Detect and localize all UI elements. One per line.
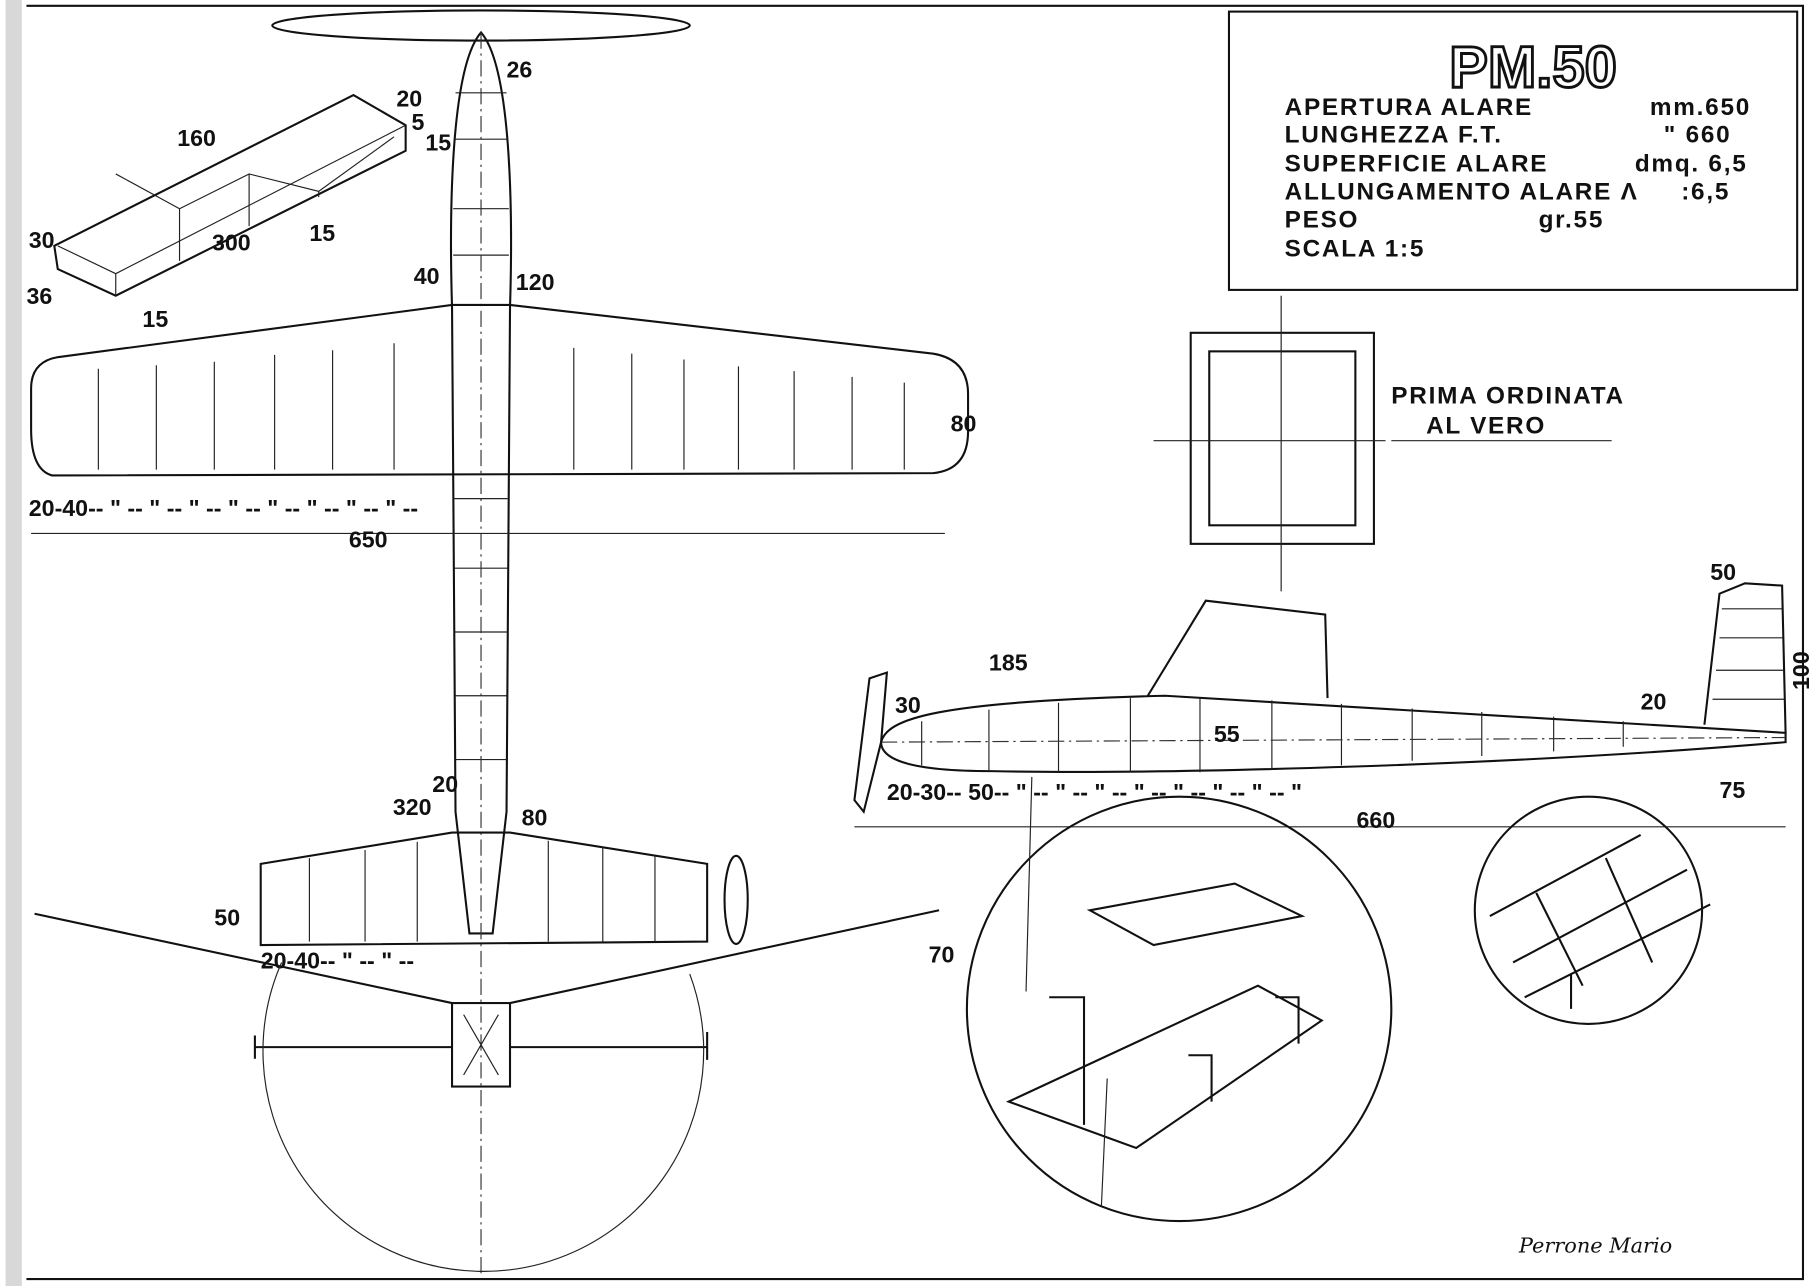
dim-label: 5 — [411, 109, 424, 135]
dim-label: 20 — [432, 771, 458, 797]
dim-label: 100 — [1788, 651, 1814, 690]
dim-label: 20 — [1641, 689, 1667, 715]
dim-label: 50 — [214, 904, 240, 930]
vertical-fin — [1703, 582, 1787, 733]
dim-label: 30 — [895, 692, 921, 718]
main-wing — [30, 303, 970, 477]
isometric-fuselage-block: 160 20 5 15 30 300 15 36 15 — [26, 86, 451, 332]
dim-label: 20-40-- " -- " -- — [261, 947, 414, 973]
spec-value: :6,5 — [1681, 178, 1730, 205]
dim-label: 20-30-- 50-- " -- " -- " -- " -- " -- " … — [887, 779, 1302, 805]
spec-label: LUNGHEZZA F.T. — [1285, 122, 1503, 149]
dim-label: 15 — [425, 130, 451, 156]
spec-label: APERTURA ALARE — [1285, 94, 1533, 121]
ordinata-label: PRIMA ORDINATA — [1391, 383, 1625, 410]
top-view: 26 40 120 80 20-40-- " -- " -- " -- " --… — [29, 9, 977, 1276]
dim-label: 30 — [29, 227, 55, 253]
spec-value: dmq. 6,5 — [1635, 151, 1748, 178]
dim-label: 15 — [309, 220, 335, 246]
first-former: PRIMA ORDINATA AL VERO — [1153, 295, 1625, 592]
front-view: 70 — [34, 909, 955, 1272]
dim-label: 320 — [393, 794, 432, 820]
spec-value: " 660 — [1664, 122, 1732, 149]
tailplane — [259, 831, 709, 947]
ordinata-label: AL VERO — [1426, 413, 1546, 440]
spec-label: SCALA 1:5 — [1285, 235, 1426, 262]
dim-label: 80 — [951, 410, 977, 436]
spec-value: gr.55 — [1539, 206, 1605, 233]
dim-label: 660 — [1357, 807, 1396, 833]
dim-label: 300 — [212, 229, 251, 255]
dim-label: 80 — [522, 805, 548, 831]
detail-tail-mount — [1473, 795, 1711, 1025]
dim-label: 20-40-- " -- " -- " -- " -- " -- " -- " … — [29, 495, 418, 521]
dim-label: 20 — [396, 86, 422, 112]
title-block: PM.50 APERTURA ALARE mm.650 LUNGHEZZA F.… — [1227, 10, 1799, 291]
spec-label: PESO — [1285, 206, 1360, 233]
left-binding-strip — [5, 0, 22, 1286]
plan-title: PM.50 — [1449, 36, 1617, 100]
dim-label: 650 — [349, 526, 388, 552]
wing-pylon — [1146, 599, 1329, 699]
dim-label: 75 — [1719, 777, 1745, 803]
spec-label: SUPERFICIE ALARE — [1285, 151, 1549, 178]
detail-wing-mount — [965, 776, 1393, 1223]
dim-label: 70 — [929, 941, 955, 967]
spec-label: ALLUNGAMENTO ALARE Λ — [1285, 178, 1639, 205]
dim-label: 120 — [516, 269, 555, 295]
dim-label: 185 — [989, 649, 1028, 675]
dim-label: 55 — [1214, 721, 1240, 747]
dim-label: 40 — [414, 263, 440, 289]
signature: Perrone Mario — [1518, 1233, 1672, 1257]
spec-value: mm.650 — [1650, 94, 1751, 121]
side-view: 185 30 55 20 50 100 20-30-- 50-- " -- " … — [853, 559, 1814, 833]
dim-label: 160 — [177, 125, 216, 151]
dim-label: 50 — [1710, 559, 1736, 585]
dim-label: 15 — [142, 306, 168, 332]
sheet-border — [26, 4, 1805, 1281]
dim-label: 36 — [26, 283, 52, 309]
dim-label: 26 — [507, 57, 533, 83]
